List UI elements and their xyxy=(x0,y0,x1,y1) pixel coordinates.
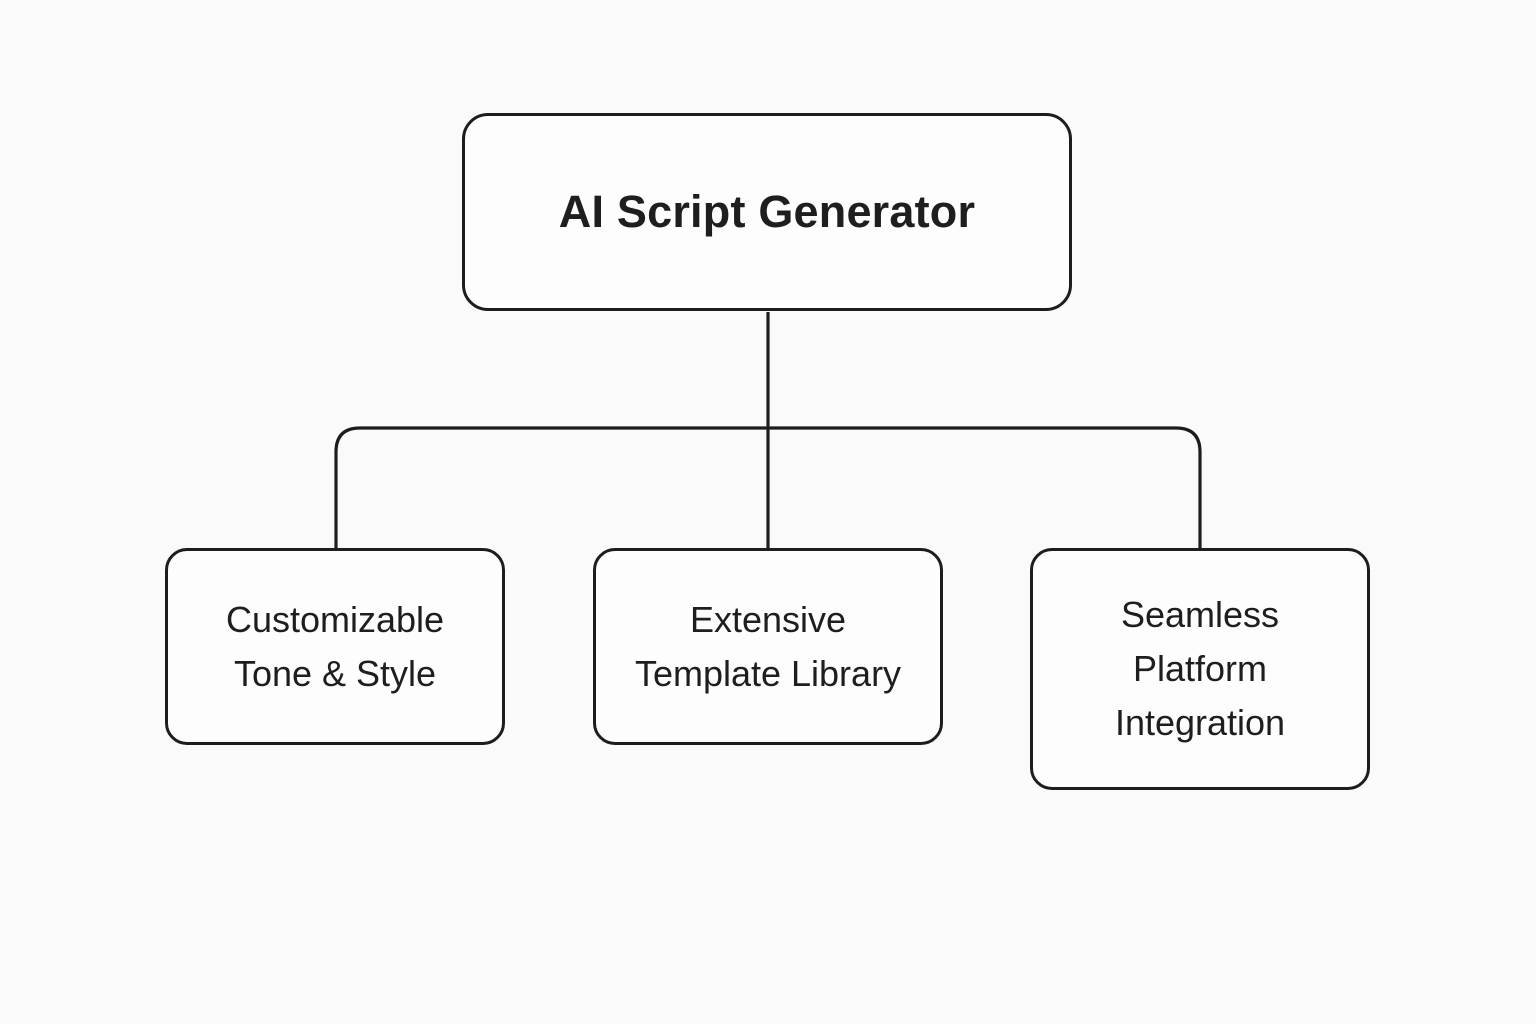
connector-branch-rail xyxy=(334,426,1202,548)
node-root: AI Script Generator xyxy=(462,113,1072,311)
node-extensive-template-library-label: Extensive Template Library xyxy=(634,598,902,694)
node-seamless-platform-integration-label: Seamless Platform Integration xyxy=(1114,594,1286,743)
node-customizable-tone-style: Customizable Tone & Style xyxy=(165,548,505,745)
node-extensive-template-library: Extensive Template Library xyxy=(593,548,943,745)
node-seamless-platform-integration: Seamless Platform Integration xyxy=(1030,548,1370,790)
node-customizable-tone-style-label: Customizable Tone & Style xyxy=(225,598,445,694)
node-root-label: AI Script Generator xyxy=(558,186,976,237)
